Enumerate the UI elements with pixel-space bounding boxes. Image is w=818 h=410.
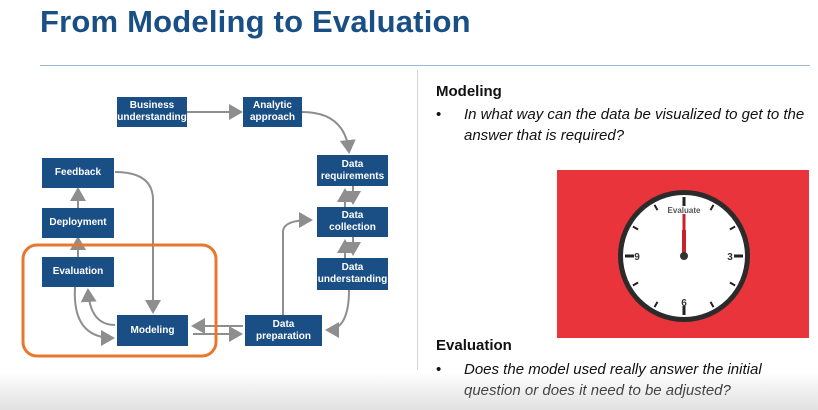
clock-number-3: 3	[727, 252, 733, 263]
slide-title: From Modeling to Evaluation	[40, 4, 471, 39]
clock-tick	[653, 301, 659, 308]
title-underline	[40, 65, 810, 66]
box-analytic-approach: Analytic approach	[243, 97, 302, 127]
clock-tick	[632, 281, 639, 287]
clock-tick	[709, 204, 715, 211]
bottom-shadow	[0, 372, 818, 410]
box-data-understanding: Data understanding	[317, 258, 388, 290]
box-deployment: Deployment	[42, 208, 114, 238]
arrow-evaluation-to-modeling	[73, 286, 115, 346]
methodology-flow-diagram	[21, 104, 361, 358]
box-business-understanding: Business understanding	[117, 97, 187, 127]
clock-tick	[729, 225, 736, 231]
clock-center-pin	[680, 252, 688, 260]
clock-tick	[709, 301, 715, 308]
box-modeling: Modeling	[117, 315, 188, 346]
box-data-requirements: Data requirements	[317, 155, 388, 186]
clock-number-9: 9	[634, 252, 640, 263]
bullet-dot: •	[436, 361, 442, 378]
evaluation-heading: Evaluation	[436, 337, 512, 354]
bullet-dot: •	[436, 106, 442, 123]
arrow-understanding-to-preparation	[325, 289, 350, 338]
clock-icon: Evaluate 6 9 3	[618, 190, 750, 322]
modeling-bullet: • In what way can the data be visualized…	[436, 104, 811, 146]
clock-tick	[653, 204, 659, 211]
arrow-analytic-to-requirements	[301, 111, 356, 154]
clock-tick	[729, 281, 736, 287]
highlight-frame	[21, 243, 218, 358]
clock-number-6: 6	[681, 298, 687, 309]
modeling-heading: Modeling	[436, 83, 502, 100]
modeling-bullet-text: In what way can the data be visualized t…	[464, 106, 805, 144]
arrow-preparation-to-collection	[282, 212, 313, 315]
box-data-collection: Data collection	[317, 207, 388, 237]
clock-tick	[632, 225, 639, 231]
clock-evaluate-label: Evaluate	[668, 206, 701, 215]
arrow-feedback-to-modeling	[114, 171, 161, 314]
box-evaluation: Evaluation	[42, 257, 114, 287]
box-data-preparation: Data preparation	[245, 315, 322, 346]
box-feedback: Feedback	[42, 158, 114, 188]
clock-panel: Evaluate 6 9 3	[557, 170, 809, 338]
arrow-modeling-to-evaluation	[80, 288, 116, 326]
column-divider	[417, 70, 418, 370]
